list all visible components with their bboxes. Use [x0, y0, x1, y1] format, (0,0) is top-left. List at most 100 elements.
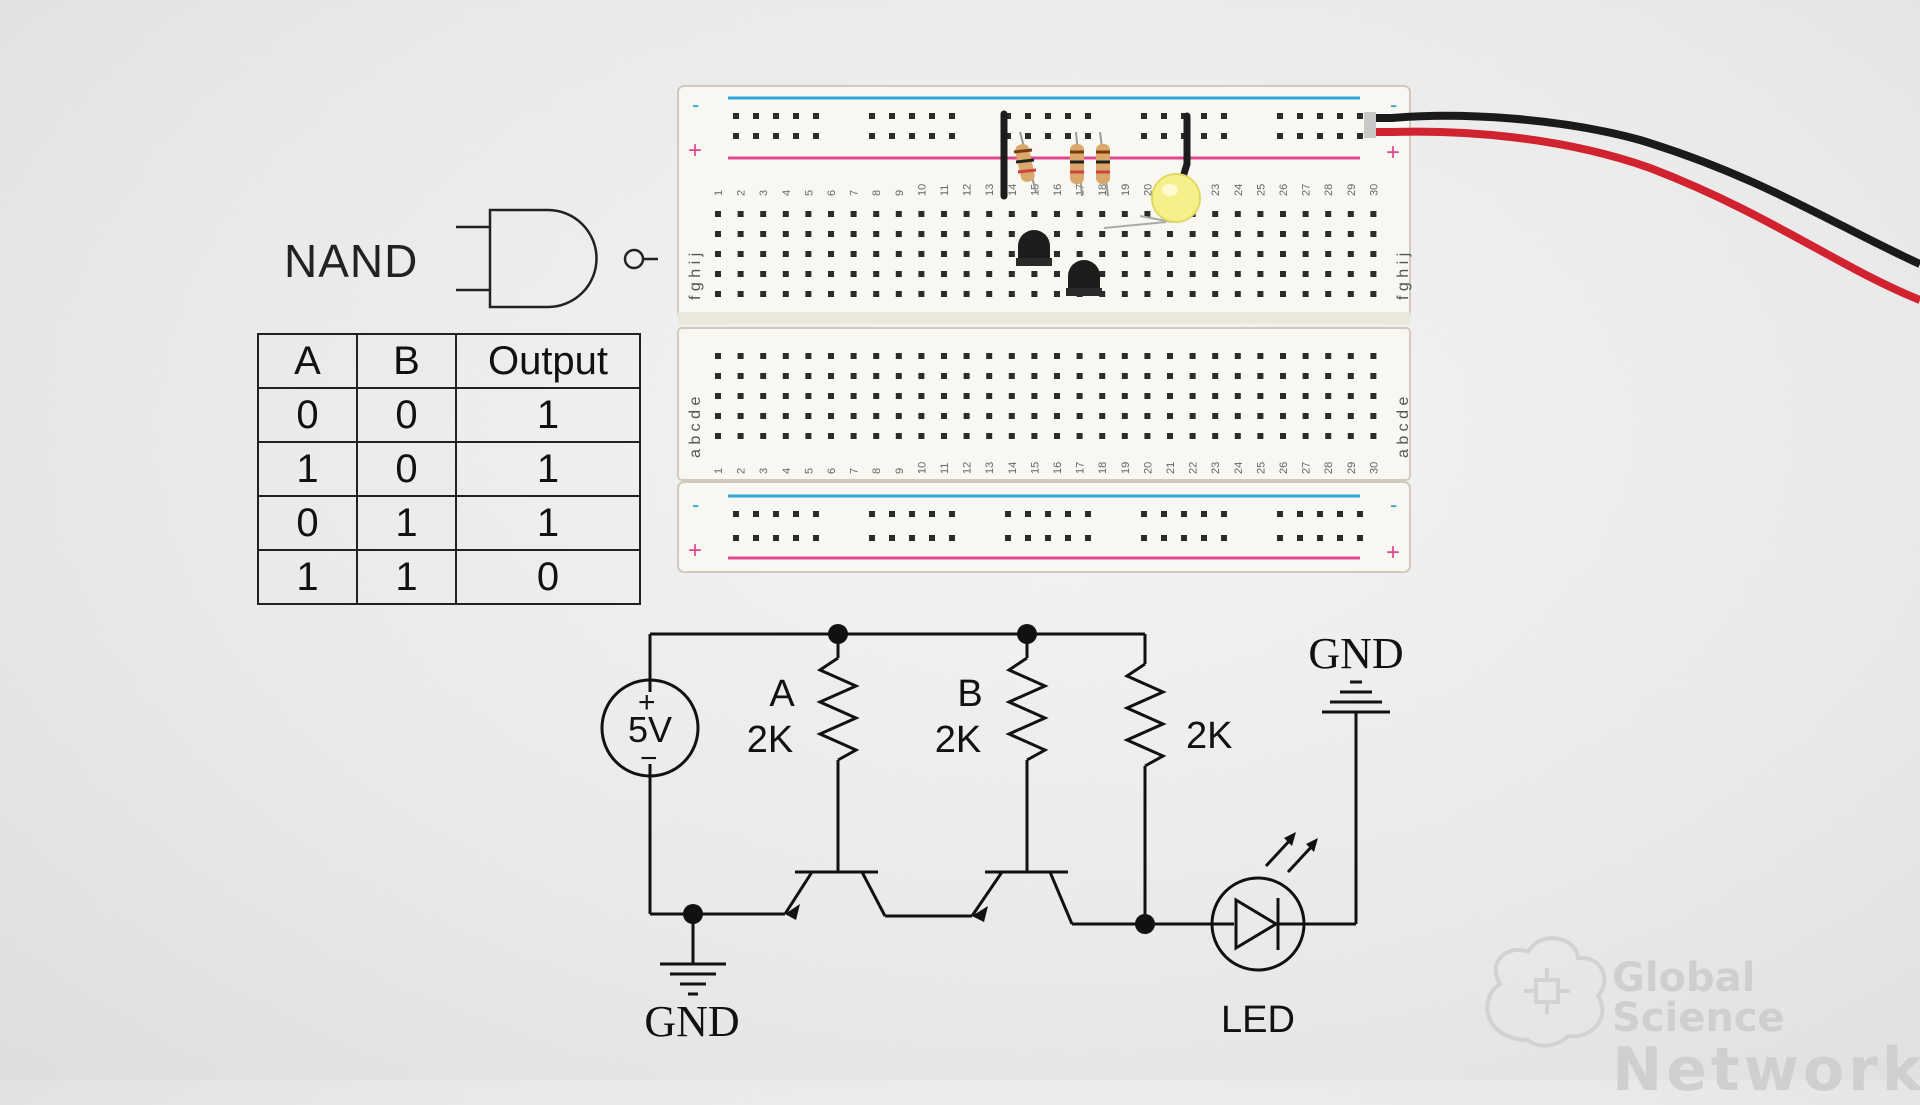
breadboard-hole [873, 211, 880, 217]
breadboard-hole [737, 251, 744, 257]
breadboard-hole [918, 393, 925, 399]
column-number: 12 [962, 184, 974, 196]
schematic-wires [648, 632, 1358, 964]
breadboard-hole [873, 291, 880, 297]
breadboard-hole [1144, 433, 1151, 439]
breadboard-hole [1008, 231, 1015, 237]
breadboard-hole [1234, 291, 1241, 297]
resistor-out-value: 2K [1186, 715, 1232, 757]
watermark-line2: Network [1612, 1035, 1920, 1105]
column-number: 20 [1142, 462, 1154, 474]
breadboard-hole [1234, 271, 1241, 277]
breadboard-components [1000, 110, 1201, 296]
header-b: B [356, 333, 457, 389]
breadboard-hole [869, 535, 875, 541]
breadboard-hole [733, 133, 739, 139]
breadboard-hole [760, 211, 767, 217]
breadboard-hole [1302, 353, 1309, 359]
breadboard-hole [1370, 291, 1377, 297]
rail-plus-label-right: + [1386, 139, 1400, 166]
breadboard-hole [1280, 393, 1286, 399]
cell-b: 1 [356, 495, 457, 551]
led-component [1103, 173, 1201, 229]
breadboard-hole [963, 291, 970, 297]
gnd-left-label: GND [644, 997, 739, 1046]
breadboard-hole [1144, 251, 1151, 257]
breadboard-hole [873, 271, 880, 277]
breadboard-hole [850, 231, 857, 237]
breadboard-hole [1201, 133, 1207, 139]
column-number: 4 [781, 468, 793, 474]
transistor-1 [1016, 230, 1052, 266]
breadboard-hole [918, 251, 925, 257]
transistor-1-arrow [785, 904, 800, 920]
breadboard-hole [963, 373, 970, 379]
breadboard-hole [986, 373, 993, 379]
breadboard-hole [828, 393, 834, 399]
column-number: 3 [758, 190, 770, 196]
breadboard-hole [1076, 413, 1083, 419]
column-number: 23 [1210, 462, 1222, 474]
breadboard-hole [1317, 535, 1323, 541]
breadboard-hole [1008, 413, 1015, 419]
header-output: Output [455, 333, 641, 389]
gate-title: NAND [284, 235, 419, 287]
breadboard-hole [941, 211, 947, 217]
breadboard-hole [1099, 413, 1106, 419]
breadboard-hole [1257, 211, 1264, 217]
breadboard-hole [986, 353, 993, 359]
breadboard-hole [733, 511, 739, 517]
breadboard-hole [1121, 231, 1128, 237]
row-letters-bottom-left: a b c d e [687, 397, 704, 458]
header-a: A [257, 333, 358, 389]
breadboard-hole [1347, 231, 1354, 237]
breadboard-hole [873, 373, 880, 379]
junction-dot [1135, 914, 1155, 934]
breadboard-hole [1144, 353, 1151, 359]
breadboard-hole [918, 413, 925, 419]
breadboard-hole [1317, 113, 1323, 119]
breadboard-hole [753, 511, 759, 517]
breadboard-hole [873, 353, 880, 359]
breadboard-hole [828, 231, 834, 237]
breadboard-hole [1257, 373, 1264, 379]
breadboard-hole [1212, 291, 1219, 297]
breadboard-hole [1347, 291, 1354, 297]
breadboard-hole [737, 271, 744, 277]
breadboard-hole [1234, 353, 1241, 359]
breadboard-hole [1141, 113, 1147, 119]
breadboard-hole [941, 413, 947, 419]
breadboard-hole [753, 535, 759, 541]
breadboard-hole [1280, 231, 1286, 237]
column-number: 22 [1188, 462, 1200, 474]
breadboard-hole [715, 433, 721, 439]
breadboard-hole [1065, 113, 1071, 119]
breadboard-hole [1370, 353, 1377, 359]
breadboard-hole [1167, 291, 1173, 297]
column-number: 6 [826, 468, 838, 474]
breadboard-hole [1085, 113, 1091, 119]
breadboard-hole [828, 433, 834, 439]
breadboard-hole [1167, 373, 1173, 379]
breadboard-hole [1085, 133, 1091, 139]
breadboard-hole [986, 433, 993, 439]
breadboard-hole [793, 113, 799, 119]
breadboard-hole [1347, 413, 1354, 419]
breadboard-hole [1280, 251, 1286, 257]
breadboard-hole [1280, 413, 1286, 419]
breadboard-hole [805, 271, 812, 277]
breadboard-hole [1257, 353, 1264, 359]
cell-b: 0 [356, 387, 457, 443]
breadboard-hole [918, 291, 925, 297]
breadboard-hole [1161, 133, 1167, 139]
breadboard-hole [1189, 353, 1196, 359]
breadboard-hole [1054, 251, 1060, 257]
breadboard-hole [1181, 535, 1187, 541]
breadboard-hole [715, 211, 721, 217]
ground-symbol-right [1322, 680, 1390, 714]
column-number: 24 [1233, 462, 1245, 474]
breadboard-hole [1031, 433, 1038, 439]
breadboard-hole [1221, 133, 1227, 139]
column-number: 1 [713, 190, 725, 196]
breadboard-hole [1357, 511, 1363, 517]
